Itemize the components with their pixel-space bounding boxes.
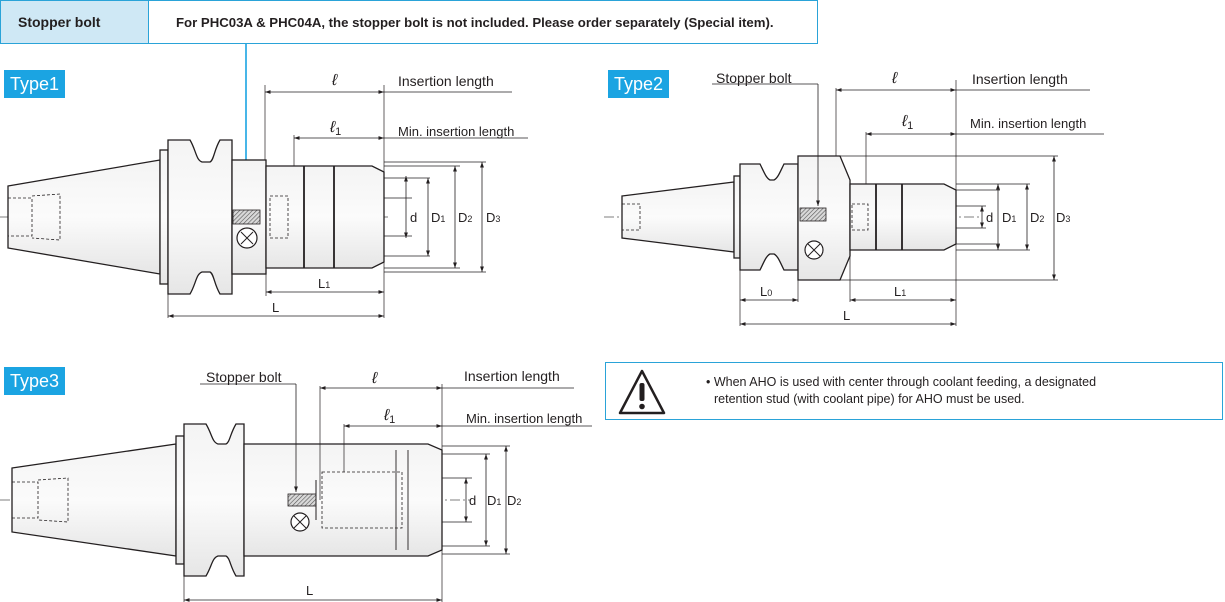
note-line-1: • When AHO is used with center through c… <box>706 375 1097 389</box>
note-line-2: retention stud (with coolant pipe) for A… <box>714 392 1025 406</box>
t3-l-label: ℓ <box>371 370 378 387</box>
t1-l-label: ℓ <box>331 72 338 89</box>
t2-min-label: Min. insertion length <box>970 116 1086 131</box>
t2-L0-label: L0 <box>760 284 772 299</box>
t1-l1-label: ℓ1 <box>329 119 341 138</box>
t1-D2-label: D2 <box>458 210 472 225</box>
t3-D2-label: D2 <box>507 493 521 508</box>
t1-L1-label: L1 <box>318 276 330 291</box>
type2-tag: Type2 <box>608 70 670 98</box>
t2-D3-label: D3 <box>1056 210 1070 225</box>
t1-D1-label: D1 <box>431 210 445 225</box>
t1-d-label: d <box>410 210 417 225</box>
table-value: For PHC03A & PHC04A, the stopper bolt is… <box>176 14 774 30</box>
type3-drawing: Stopper bolt ℓ Insertion length ℓ1 Min. … <box>0 368 592 602</box>
type2-drawing: Stopper bolt ℓ Insertion length ℓ1 Min. … <box>604 70 1104 326</box>
t3-l1-label: ℓ1 <box>383 407 395 426</box>
t3-insertion-label: Insertion length <box>464 368 560 384</box>
type1-drawing: ℓ Insertion length ℓ1 Min. insertion len… <box>0 44 528 318</box>
t2-stopper-label: Stopper bolt <box>716 70 792 86</box>
t3-D1-label: D1 <box>487 493 501 508</box>
t2-L-label: L <box>843 308 850 323</box>
t1-min-label: Min. insertion length <box>398 124 514 139</box>
t2-D2-label: D2 <box>1030 210 1044 225</box>
type3-tag: Type3 <box>4 367 66 395</box>
t2-l1-label: ℓ1 <box>901 113 913 132</box>
note-box: • When AHO is used with center through c… <box>605 362 1223 420</box>
warning-icon <box>618 369 666 415</box>
t2-L1-label: L1 <box>894 284 906 299</box>
t3-stopper-label: Stopper bolt <box>206 369 282 385</box>
t3-L-label: L <box>306 583 313 598</box>
table-header: Stopper bolt <box>1 1 149 43</box>
t2-d-label: d <box>986 210 993 225</box>
t2-D1-label: D1 <box>1002 210 1016 225</box>
t3-d-label: d <box>469 493 476 508</box>
type1-tag: Type1 <box>4 70 66 98</box>
t1-D3-label: D3 <box>486 210 500 225</box>
t1-L-label: L <box>272 300 279 315</box>
t2-insertion-label: Insertion length <box>972 71 1068 87</box>
stopper-bolt-table: Stopper bolt For PHC03A & PHC04A, the st… <box>0 0 818 44</box>
note-text: • When AHO is used with center through c… <box>706 374 1096 408</box>
t2-l-label: ℓ <box>891 70 898 87</box>
t1-insertion-label: Insertion length <box>398 73 494 89</box>
t3-min-label: Min. insertion length <box>466 411 582 426</box>
